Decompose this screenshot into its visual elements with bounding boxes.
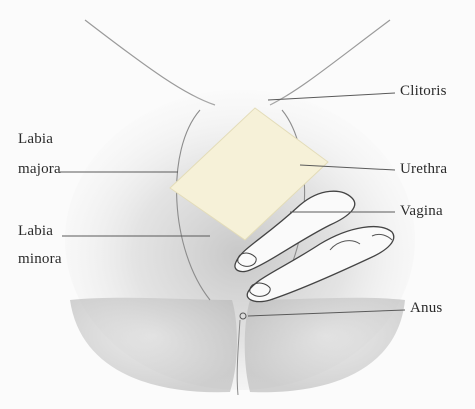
label-labia-majora-line2: majora [18,160,61,180]
label-vagina: Vagina [400,202,443,222]
label-urethra: Urethra [400,160,447,180]
label-labia-minora-line2: minora [18,250,62,270]
right-thigh-outline [270,20,390,105]
label-anus: Anus [410,299,442,319]
left-thigh-outline [85,20,215,105]
label-clitoris: Clitoris [400,82,447,102]
right-buttock [245,298,405,392]
label-labia-majora-line1: Labia [18,130,53,150]
label-labia-minora-line1: Labia [18,222,53,242]
left-buttock [70,298,237,392]
